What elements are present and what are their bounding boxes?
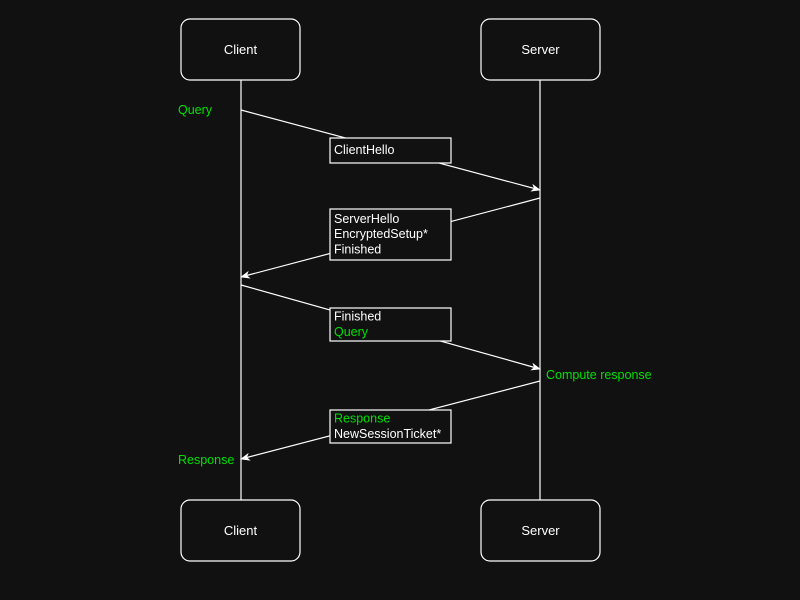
actor-box-shape (480, 499, 601, 562)
message-box-shape (329, 208, 452, 261)
message-box-shape (329, 409, 452, 444)
message-line: Finished (334, 310, 381, 324)
message-line: Finished (334, 242, 381, 256)
actor-label: Client (224, 42, 258, 57)
actor-box-server-bottom[interactable]: Server (480, 499, 601, 562)
message-line: NewSessionTicket* (334, 427, 441, 441)
actor-box-client-bottom[interactable]: Client (180, 499, 301, 562)
actor-box-client-top[interactable]: Client (180, 18, 301, 81)
query-label: Query (178, 103, 213, 117)
actor-label: Client (224, 523, 258, 538)
message-boxes-group: ClientHelloServerHelloEncryptedSetup*Fin… (329, 137, 452, 444)
message-line: ClientHello (334, 143, 394, 157)
message-box-shape (329, 137, 452, 164)
message-line: Response (334, 412, 390, 426)
actor-label: Server (521, 42, 560, 57)
response-label: Response (178, 453, 234, 467)
lifelines-group (240, 80, 541, 500)
actor-box-server-top[interactable]: Server (480, 18, 601, 81)
message-box-client-hello[interactable]: ClientHello (329, 137, 452, 164)
message-line: EncryptedSetup* (334, 227, 428, 241)
actor-box-shape (180, 18, 301, 81)
message-line: Query (334, 325, 369, 339)
actor-label: Server (521, 523, 560, 538)
compute-response-label: Compute response (546, 368, 652, 382)
actor-box-shape (480, 18, 601, 81)
actor-box-shape (180, 499, 301, 562)
message-box-shape (329, 307, 452, 342)
message-line: ServerHello (334, 212, 399, 226)
